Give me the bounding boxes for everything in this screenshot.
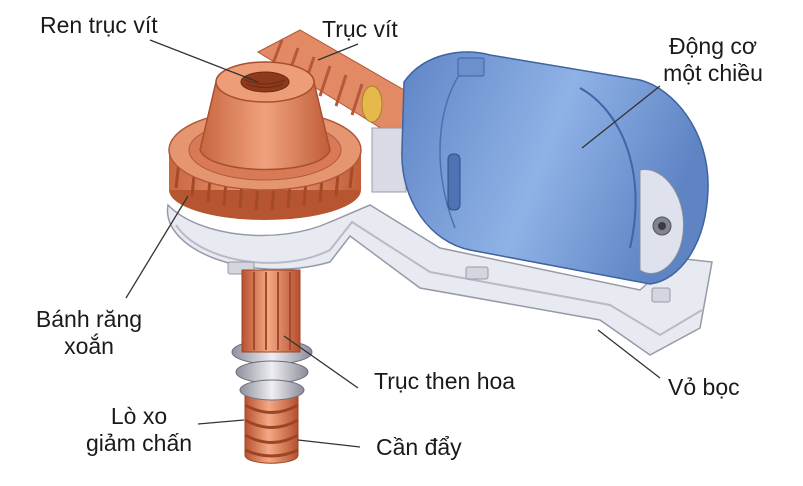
leader-truc-vit bbox=[317, 43, 359, 61]
label-banh-rang-line1: Bánh răng bbox=[35, 306, 143, 332]
label-lo-xo-giam-chan: Lò xo giảm chấn bbox=[64, 403, 214, 457]
label-banh-rang-xoan: Bánh răng xoắn bbox=[14, 306, 164, 360]
label-truc-then-hoa: Trục then hoa bbox=[374, 368, 516, 394]
label-dong-co-line2: một chiều bbox=[663, 60, 763, 86]
label-lo-xo-line2: giảm chấn bbox=[85, 430, 193, 456]
leader-banh-rang bbox=[125, 195, 189, 299]
leader-can-day bbox=[297, 439, 361, 448]
splined-shaft bbox=[241, 269, 301, 353]
label-dong-co-mot-chieu: Động cơ một chiều bbox=[638, 33, 788, 87]
leader-vo-boc bbox=[597, 329, 661, 379]
label-banh-rang-line2: xoắn bbox=[64, 333, 114, 359]
label-ren-truc-vit: Ren trục vít bbox=[40, 12, 158, 38]
leader-truc-then-hoa bbox=[283, 335, 359, 389]
label-can-day: Cần đẩy bbox=[376, 434, 462, 460]
label-dong-co-line1: Động cơ bbox=[669, 33, 757, 59]
label-truc-vit: Trục vít bbox=[322, 16, 398, 42]
label-vo-boc: Vỏ bọc bbox=[668, 374, 740, 400]
housing bbox=[166, 127, 713, 356]
leader-ren-truc-vit bbox=[149, 39, 259, 83]
screw-thread-nut bbox=[199, 61, 331, 171]
worm-shaft bbox=[256, 29, 419, 141]
leader-lo-xo bbox=[197, 419, 245, 425]
leader-dong-co bbox=[581, 85, 661, 149]
label-lo-xo-line1: Lò xo bbox=[110, 403, 168, 429]
dc-motor bbox=[401, 51, 709, 285]
leader-lines bbox=[125, 39, 661, 448]
push-rod bbox=[244, 389, 299, 464]
